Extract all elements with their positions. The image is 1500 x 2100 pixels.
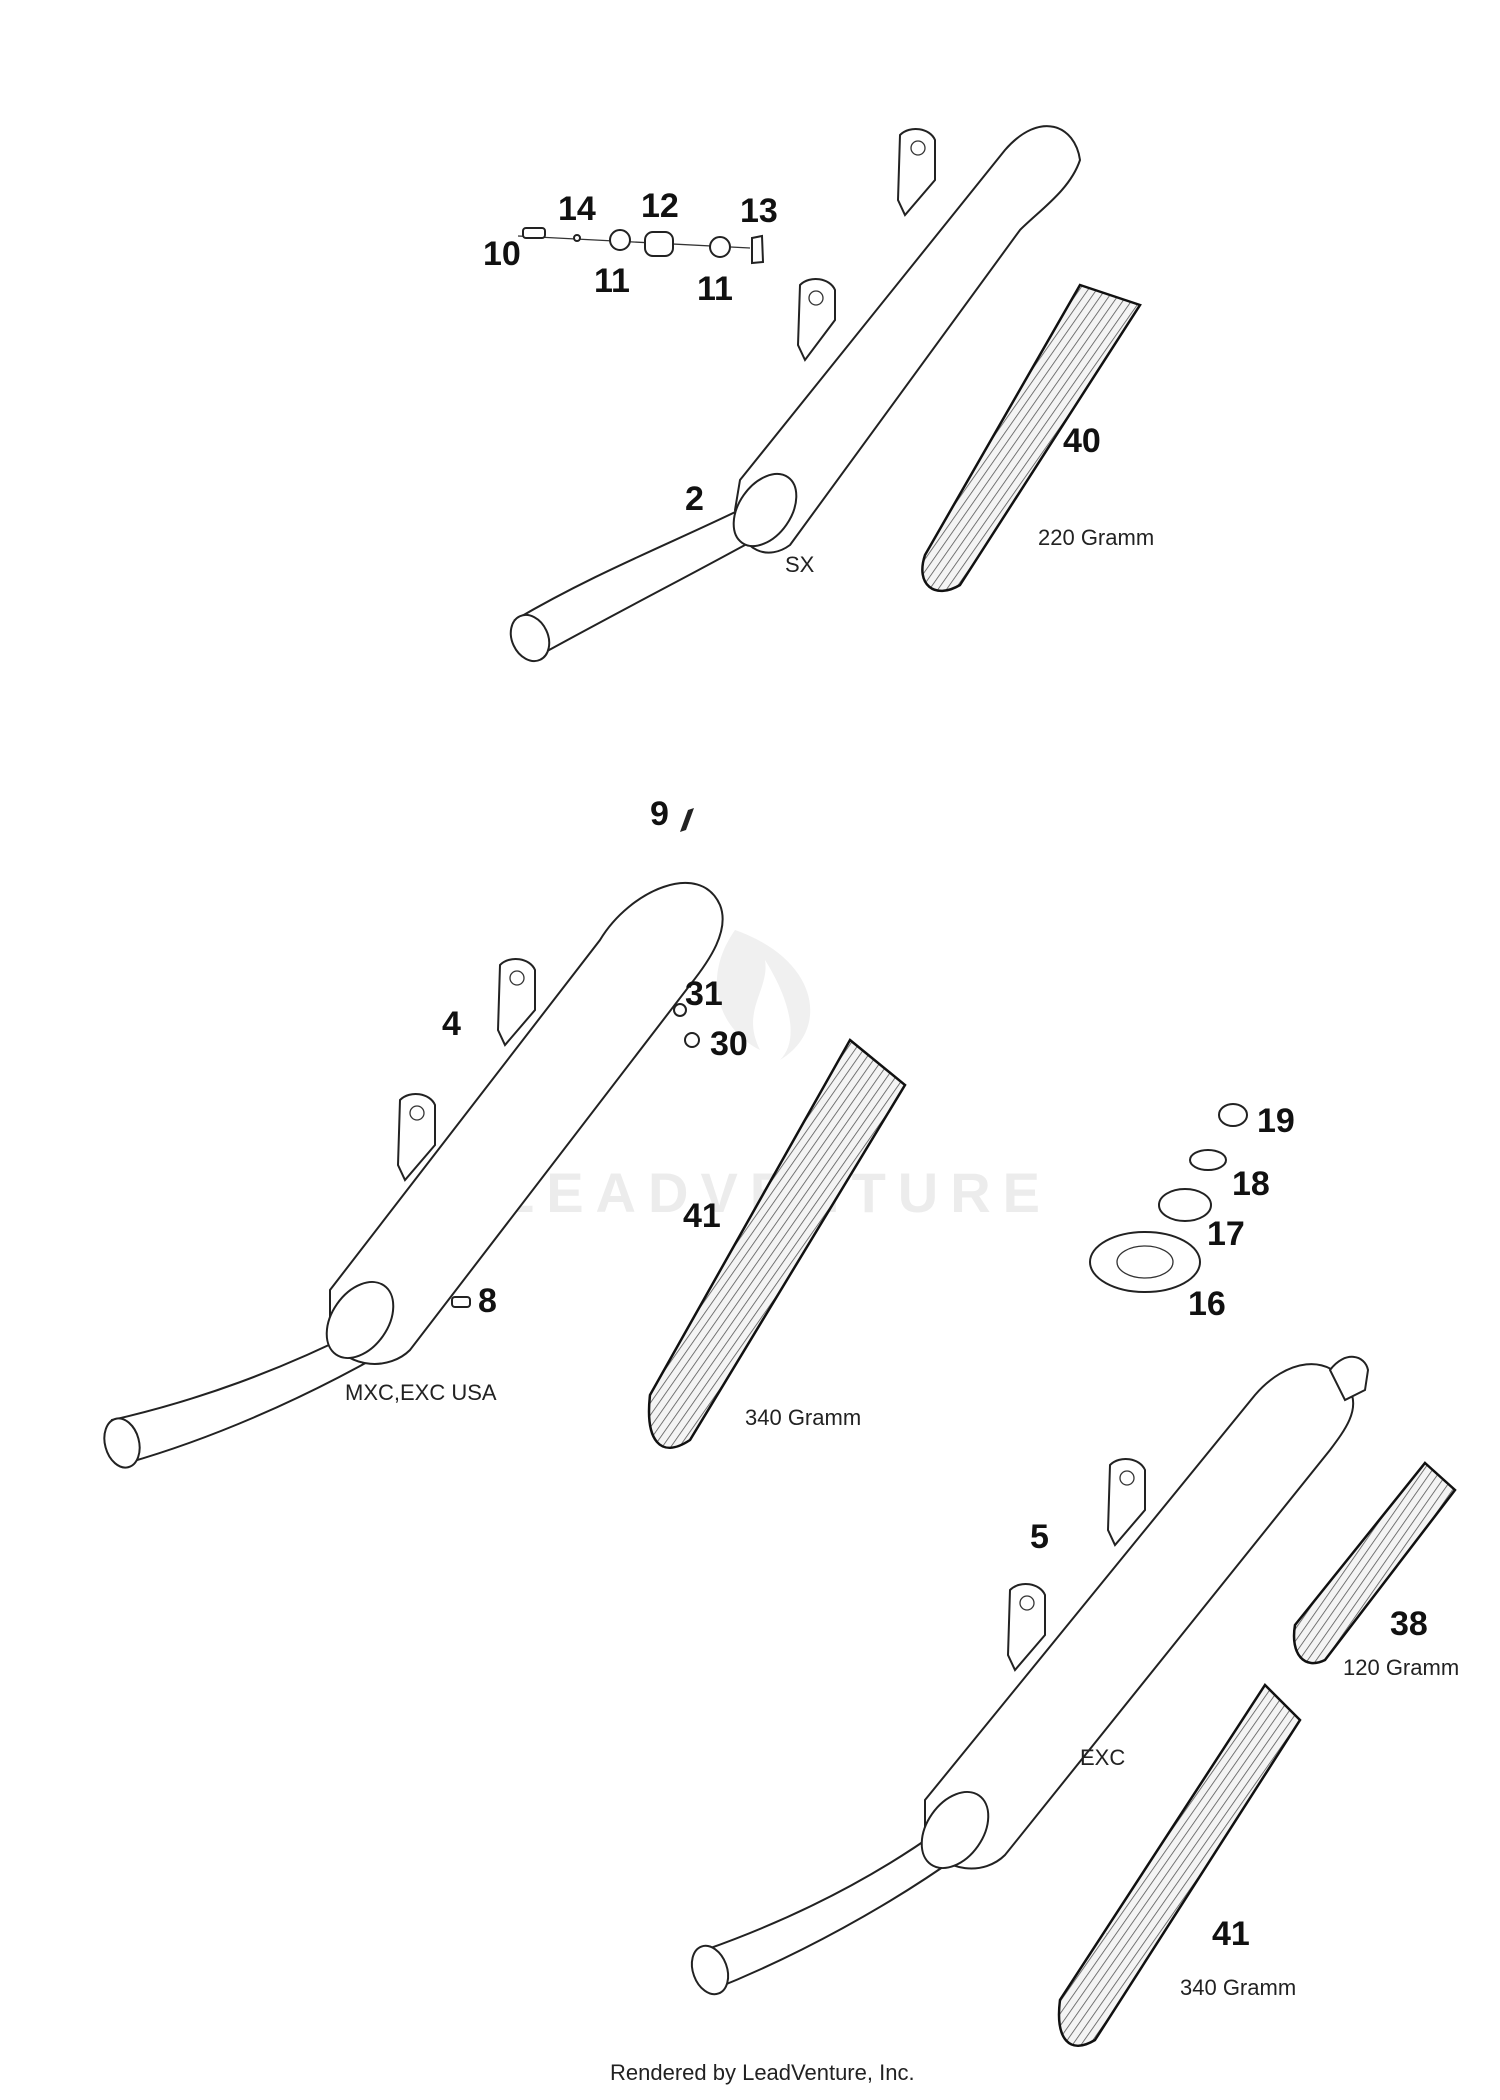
silencer-mxc-exc-usa [103,881,724,1469]
callout-8: 8 [478,1282,497,1320]
label-340-gramm-right: 340 Gramm [1180,1975,1296,2000]
packing-38 [1292,1461,1457,1665]
callout-10: 10 [483,235,521,273]
label-120-gramm: 120 Gramm [1343,1655,1459,1680]
callout-17: 17 [1207,1215,1245,1253]
callout-38: 38 [1390,1605,1428,1643]
silencer-sx [509,125,1082,663]
callout-16: 16 [1188,1285,1226,1323]
hardware-16-19 [1089,1103,1248,1293]
packing-41-left [647,1038,907,1449]
label-exc: EXC [1080,1745,1125,1770]
label-sx: SX [785,552,815,577]
callout-18: 18 [1232,1165,1270,1203]
callout-19: 19 [1257,1102,1295,1140]
callout-4: 4 [442,1005,461,1043]
silencer-exc [690,1355,1370,1996]
bolt-9 [680,808,694,832]
packing-41-right [1057,1683,1302,2047]
callout-14: 14 [558,190,596,228]
callout-11-left: 11 [594,262,630,300]
label-220-gramm: 220 Gramm [1038,525,1154,550]
callout-2: 2 [685,480,704,518]
callout-41-left: 41 [683,1197,721,1235]
callout-12: 12 [641,187,679,225]
callout-30: 30 [710,1025,748,1063]
label-340-gramm-left: 340 Gramm [745,1405,861,1430]
callout-5: 5 [1030,1518,1049,1556]
callout-31: 31 [685,975,723,1013]
callout-9: 9 [650,795,669,833]
callout-13: 13 [740,192,778,230]
label-mxc-exc-usa: MXC,EXC USA [345,1380,497,1405]
packing-40 [921,283,1142,593]
callout-41-right: 41 [1212,1915,1250,1953]
callout-11-right: 11 [697,270,733,308]
footer-credit: Rendered by LeadVenture, Inc. [610,2060,915,2085]
callout-40: 40 [1063,422,1101,460]
hardware-10-14 [517,227,765,265]
